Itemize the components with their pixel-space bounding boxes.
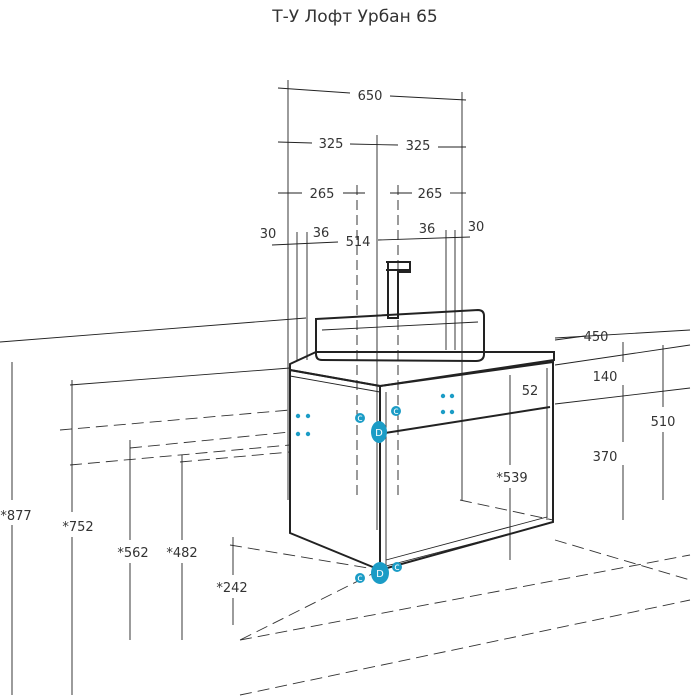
dim-265-left: 265 [310,187,335,202]
dim-36-right: 36 [419,222,436,237]
dim-752: *752 [62,520,93,535]
basin [315,308,485,363]
dim-265-right: 265 [418,187,443,202]
extension-lines [287,80,463,530]
dim-450: 450 [584,330,609,345]
dim-30-right: 30 [468,220,485,235]
dim-325-left: 325 [319,137,344,152]
svg-text:D: D [375,428,383,439]
mounting-markers [295,393,455,584]
dim-242: *242 [216,581,247,596]
dim-140: 140 [593,370,618,385]
dimension-lines-top [271,87,471,246]
dim-482: *482 [166,546,197,561]
dim-370: 370 [593,450,618,465]
dimension-lines-vertical [11,335,664,695]
cabinet [289,351,555,572]
dim-650: 650 [358,89,383,104]
svg-text:c: c [357,573,363,584]
drawing-title: Т-У Лофт Урбан 65 [271,7,438,27]
svg-text:c: c [357,413,363,424]
dim-514: 514 [346,235,371,250]
dim-562: *562 [117,546,148,561]
dim-30-left: 30 [260,227,277,242]
dim-877: *877 [0,509,31,524]
marker-labels: c c D D c c [357,406,400,584]
dim-325-right: 325 [406,139,431,154]
dim-539: *539 [496,471,527,486]
perspective-lines [0,317,691,696]
dim-36-left: 36 [313,226,330,241]
svg-text:D: D [376,569,384,580]
svg-text:c: c [393,406,399,417]
dim-52: 52 [522,384,539,399]
faucet [386,261,411,319]
svg-text:c: c [394,562,400,573]
dim-510: 510 [651,415,676,430]
